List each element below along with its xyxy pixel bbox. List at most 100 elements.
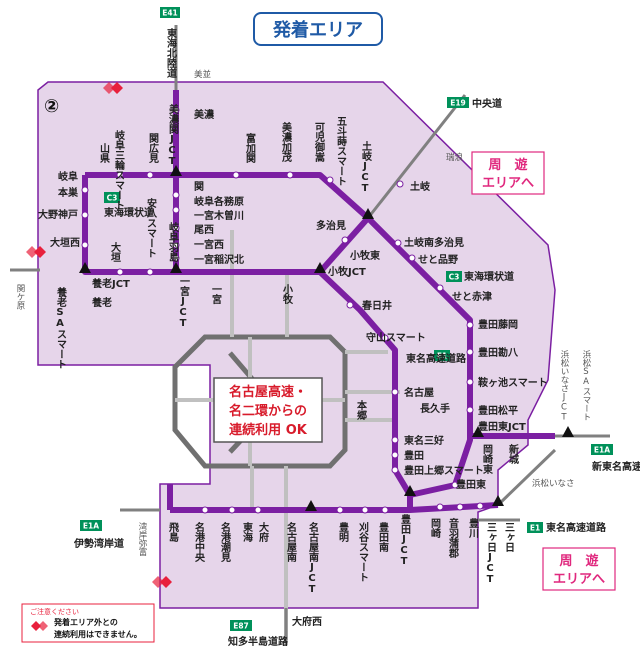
station-tomikabe: 富加関 [244,132,257,164]
route-badge-e1-tomei: E1 [434,350,450,361]
station-toyota-matsudaira: 豊田松平 [478,404,518,417]
svg-text:C3: C3 [107,194,118,203]
station-bisai: 尾西 [194,224,214,236]
station-komaki-jct: 小牧JCT [327,265,366,278]
svg-text:E1A: E1A [83,522,99,531]
svg-text:E19: E19 [450,99,466,108]
station-toyota-fujioka: 豊田藤岡 [478,318,518,331]
station-wangan-yatomi: 湾岸弥富 [137,521,147,557]
station-gifu-sanwa: 岐阜三輪スマート [113,129,125,210]
station-toyota-kanpachi: 豊田勘八 [478,346,519,359]
station-yoro-sa: 養老SAスマート [55,286,68,369]
station-hamamatsu-inasa-jct: 浜松いなさJCT [559,349,569,422]
station-moriyama: 守山スマート [366,331,426,344]
title-box: 発着エリア [253,12,383,46]
svg-text:C3: C3 [449,273,460,282]
station-yamagata: 山県 [98,142,110,164]
station-ichinomiya: 一宮 [210,284,222,305]
station-gifu: 岐阜 [58,170,78,183]
station-ichinomiya-nishi: 一宮西 [194,238,224,251]
kaiyu-top-line1: 周 遊 [488,157,527,173]
station-toki-minami: 土岐南多治見 [404,236,464,249]
station-tomei-miyoshi: 東名三好 [404,434,444,447]
station-minokamo: 美濃加茂 [280,121,293,163]
station-seto-akazu: せと赤津 [452,290,492,303]
station-toyota: 豊田 [404,449,424,462]
svg-text:E1: E1 [530,524,540,533]
station-nagoya-minami-jct: 名古屋南JCT [307,521,319,595]
svg-text:E1A: E1A [594,446,610,455]
station-hamamatsu-sa: 浜松SAスマート [581,349,591,421]
route-badge-e19: E19 [447,97,469,108]
station-gifu-kakamigahara: 岐阜各務原 [194,195,244,208]
station-okazaki-higashi: 岡崎東 [481,444,493,475]
route-name-e1a-right: 新東名高速道路 [592,460,640,473]
station-sekigahara: 関ケ原 [15,284,25,310]
route-name-c3-left: 東海環状道 [104,206,154,219]
area-number: ② [44,96,59,117]
kaiyu-area-box-bottom: 周 遊 エリアへ [542,547,616,591]
svg-text:E41: E41 [162,9,178,18]
station-mikkabi: 三ヶ日 [503,522,515,553]
station-motosu: 本巣 [58,186,79,199]
station-kani: 可児御嵩 [313,122,326,163]
station-meiko-chuo: 名港中央 [193,521,205,563]
route-name-e19: 中央道 [472,97,502,110]
route-name-c3-right: 東海環状道 [464,270,514,283]
route-name-e1-tomei: 東名高速道路 [406,352,467,365]
station-shinshiro: 新城 [507,443,519,465]
notice-line1: 発着エリア外との [53,617,118,627]
notice-line2: 連続利用はできません。 [54,629,142,639]
station-nagoya-minami: 名古屋南 [285,521,297,563]
station-okazaki: 岡崎 [429,518,441,539]
station-labels-horizontal: 美並 美濃 瑞浪 土岐 関 岐阜各務原 一宮木曽川 尾西 一宮西 一宮稲沢北 岐… [38,69,575,491]
title-text: 発着エリア [272,19,363,41]
station-seki: 関 [194,181,204,193]
svg-text:E1: E1 [437,352,447,361]
station-mizunami: 瑞浪 [446,152,464,163]
route-name-e1a-left: 伊勢湾岸道 [73,537,124,550]
station-mino: 美濃 [194,108,215,121]
station-toyota-minami: 豊田南 [377,521,389,553]
junction-markers [79,165,574,511]
station-hongo: 本郷 [355,399,367,421]
station-tobishima: 飛島 [167,522,180,543]
station-ichinomiya-kisogawa: 一宮木曽川 [194,209,244,222]
station-toyota-higashi: 豊田東 [456,478,486,491]
boundary-x-markers [26,82,172,588]
station-hamamatsu-inasa: 浜松いなさ [532,478,575,489]
station-minoseki-jct: 美濃関JCT [167,103,179,167]
station-nagoya: 名古屋 [404,386,434,399]
center-box-line2: 名二環からの [229,403,307,419]
station-tajimi: 多治見 [316,219,346,232]
station-toki-jct: 土岐JCT [360,140,372,194]
station-ogaki: 大垣 [109,241,121,262]
station-labels-vertical: 美濃関JCT 岐阜三輪スマート 関広見 山県 富加関 美濃加茂 可児御嵩 五斗蒔… [15,103,591,595]
route-badge-e1a-right: E1A [591,444,613,455]
station-ono-kobe: 大野神戸 [38,208,78,221]
station-ichinomiya-jct: 一宮JCT [178,276,190,329]
route-badge-c3-left: C3 [104,192,120,203]
station-komaki-higashi: 小牧東 [349,249,380,262]
station-meiko-shiomi: 名港潮見 [219,521,232,563]
route-badge-e1-right: E1 [527,522,543,533]
notice-box: ご注意ください 発着エリア外との 連続利用はできません。 [21,603,155,643]
kaiyu-bottom-line1: 周 遊 [559,553,598,569]
station-toyota-agemachi: 豊田上郷スマート [404,464,484,477]
station-yoro: 養老 [91,296,112,309]
notice-head: ご注意ください [30,607,79,616]
route-name-e87: 知多半島道路 [227,635,289,648]
station-minonami: 美並 [194,69,212,80]
station-kasugai: 春日井 [362,299,392,312]
kaiyu-top-line2: エリアへ [482,176,534,191]
station-kuragaike: 鞍ヶ池スマート [478,376,548,389]
route-badge-e1a-left: E1A [80,520,102,531]
kaiyu-bottom-line2: エリアへ [553,572,605,587]
svg-text:E87: E87 [233,622,249,631]
kaiyu-area-box-top: 周 遊 エリアへ [471,151,545,195]
station-obu-nishi: 大府西 [292,615,322,628]
station-toyota-higashi-jct: 豊田東JCT [478,420,526,433]
station-toyokawa: 豊川 [467,517,480,539]
station-gosaisho: 五斗蒔スマート [335,116,347,186]
